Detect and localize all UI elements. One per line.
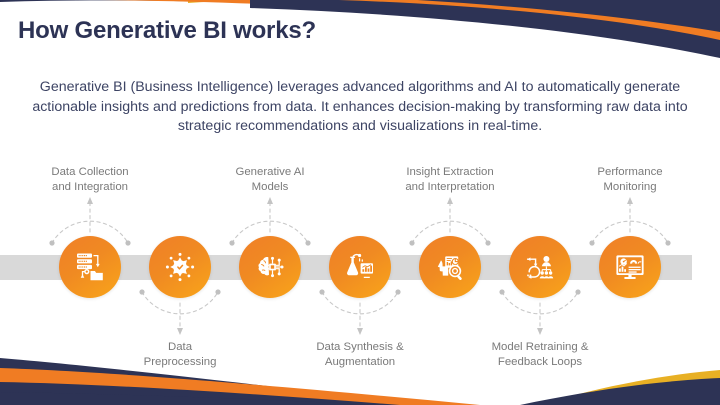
step-label-1: Data Collection and Integration xyxy=(10,165,170,194)
step-label-3: Generative AI Models xyxy=(190,165,350,194)
arrow-up-3 xyxy=(267,197,273,204)
step-node-1[interactable] xyxy=(59,236,121,298)
step-label-6-line2: Feedback Loops xyxy=(497,355,583,368)
step-node-3[interactable] xyxy=(239,236,301,298)
step-node-6[interactable] xyxy=(509,236,571,298)
gear-checkmark-icon xyxy=(165,252,195,282)
step-label-4-line2: Augmentation xyxy=(324,355,396,368)
step-label-3-line1: Generative AI xyxy=(235,166,305,178)
arc-dot xyxy=(485,240,491,246)
step-label-2-line2: Preprocessing xyxy=(143,355,217,368)
arc-dot xyxy=(499,289,505,295)
step-node-4[interactable] xyxy=(329,236,391,298)
arc-dot xyxy=(229,240,235,246)
page-title: How Generative BI works? xyxy=(18,17,316,44)
arrow-down-6 xyxy=(537,328,543,335)
arc-below-2 xyxy=(141,291,219,315)
step-label-6-line1: Model Retraining & xyxy=(491,341,589,353)
dashboard-monitor-icon xyxy=(616,255,644,279)
server-database-folder-icon xyxy=(77,253,103,281)
step-node-2[interactable] xyxy=(149,236,211,298)
step-label-1-line2: and Integration xyxy=(52,180,128,193)
step-label-2: Data Preprocessing xyxy=(100,340,260,369)
step-label-7-line1: Performance xyxy=(597,166,663,178)
step-node-7[interactable] xyxy=(599,236,661,298)
step-label-3-line2: Models xyxy=(251,180,289,193)
arc-dot xyxy=(395,289,401,295)
arrow-down-2 xyxy=(177,328,183,335)
arc-above-7 xyxy=(591,220,669,244)
arc-dot xyxy=(665,240,671,246)
feedback-loop-network-icon xyxy=(526,256,554,279)
step-label-7: Performance Monitoring xyxy=(550,165,710,194)
step-node-5[interactable] xyxy=(419,236,481,298)
arrow-up-1 xyxy=(87,197,93,204)
arrow-up-7 xyxy=(627,197,633,204)
step-label-5-line1: Insight Extraction xyxy=(406,166,494,178)
arc-dot xyxy=(215,289,221,295)
arc-above-3 xyxy=(231,220,309,244)
step-label-5-line2: and Interpretation xyxy=(405,180,495,193)
arc-dot xyxy=(125,240,131,246)
arc-dot xyxy=(305,240,311,246)
head-magnifier-report-icon xyxy=(437,256,462,280)
intro-paragraph: Generative BI (Business Intelligence) le… xyxy=(32,79,688,134)
arc-dot xyxy=(49,240,55,246)
step-label-1-line1: Data Collection xyxy=(51,166,129,178)
arc-dot xyxy=(409,240,415,246)
step-label-2-line1: Data xyxy=(167,341,193,353)
arc-below-4 xyxy=(321,291,399,315)
step-label-6: Model Retraining & Feedback Loops xyxy=(460,340,620,369)
brain-circuit-icon xyxy=(258,256,284,278)
arc-dot xyxy=(589,240,595,246)
step-label-4: Data Synthesis & Augmentation xyxy=(280,340,440,369)
arrow-down-4 xyxy=(357,328,363,335)
arc-dot xyxy=(319,289,325,295)
arc-dot xyxy=(139,289,145,295)
arrow-up-5 xyxy=(447,197,453,204)
flask-chart-icon xyxy=(347,253,373,278)
arc-above-5 xyxy=(411,220,489,244)
step-label-5: Insight Extraction and Interpretation xyxy=(370,165,530,194)
step-label-7-line2: Monitoring xyxy=(603,180,657,193)
arc-above-1 xyxy=(51,220,129,244)
arc-below-6 xyxy=(501,291,579,315)
arc-dot xyxy=(575,289,581,295)
step-label-4-line1: Data Synthesis & xyxy=(316,341,404,353)
